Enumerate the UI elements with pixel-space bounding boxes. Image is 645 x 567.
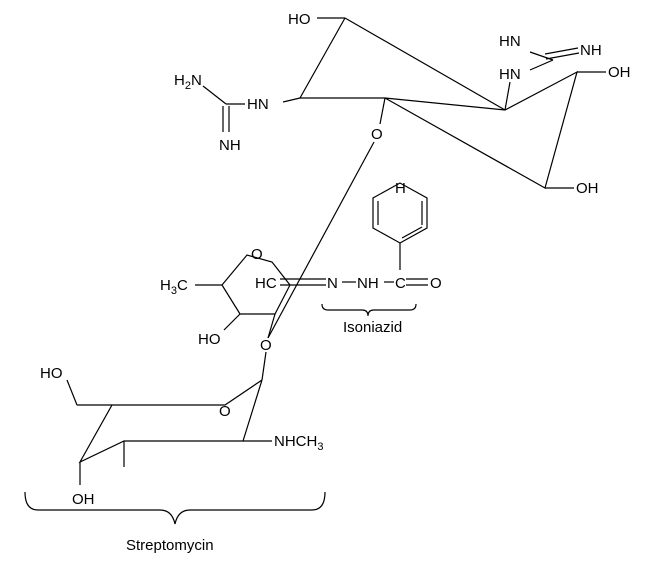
label-oh-right-lower: OH [576, 180, 599, 197]
label-o-link-upper: O [371, 126, 383, 143]
label-h2n: H2N [174, 72, 202, 92]
label-ho-top: HO [288, 11, 311, 28]
label-nh-left: NH [219, 137, 241, 154]
label-h3c: H3C [160, 277, 188, 297]
label-hn-guanidine-upper: HN [499, 33, 521, 50]
label-nh-guanidine-upper: NH [580, 42, 602, 59]
label-o-carbonyl: O [430, 275, 442, 292]
label-hn-guanidine-lower: HN [499, 66, 521, 83]
label-o-link-lower: O [260, 337, 272, 354]
label-c-carbonyl: C [395, 275, 406, 292]
benzene-ring [372, 182, 428, 244]
label-h-benzene: H [395, 180, 406, 197]
label-hc-aldehyde: HC [255, 275, 277, 292]
label-isoniazid: Isoniazid [343, 319, 402, 336]
label-ho-furanose: HO [198, 331, 221, 348]
label-nh-hydrazone: NH [357, 275, 379, 292]
furanose-ring [195, 141, 375, 339]
label-ho-sugar: HO [40, 365, 63, 382]
lower-sugar-ring [66, 351, 272, 485]
hydrazone-chain [280, 243, 428, 286]
label-oh-sugar: OH [72, 491, 95, 508]
label-o-furanose: O [251, 246, 263, 263]
label-n-hydrazone: N [327, 275, 338, 292]
label-nhch3: NHCH3 [274, 433, 323, 453]
label-oh-right-upper: OH [608, 64, 631, 81]
label-o-ring-sugar: O [219, 403, 231, 420]
isoniazid-brace [321, 303, 417, 317]
label-streptomycin: Streptomycin [126, 537, 214, 554]
label-hn-left: HN [247, 96, 269, 113]
streptidine-ring [202, 17, 606, 189]
streptomycin-brace [24, 491, 326, 525]
